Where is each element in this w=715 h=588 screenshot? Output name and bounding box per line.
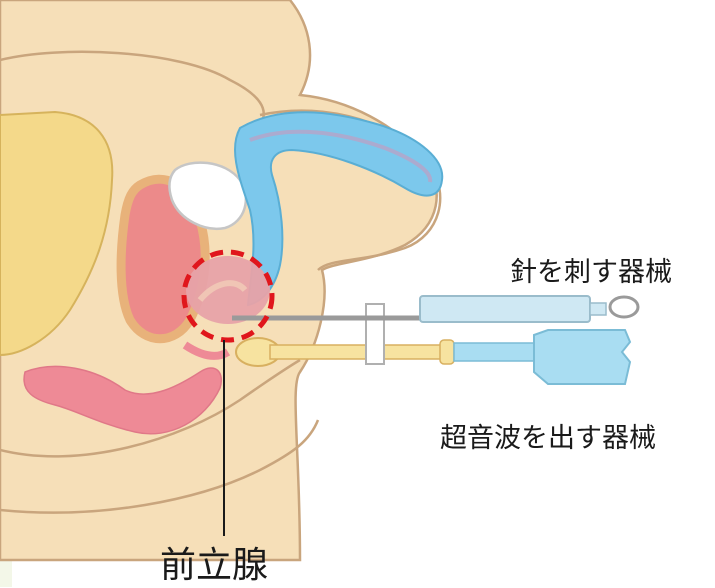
ultrasound-probe-rod: [270, 345, 450, 359]
needle-instrument-label: 針を刺す器械: [510, 250, 672, 289]
prostate-label: 前立腺: [160, 536, 268, 588]
ultrasound-instrument-label: 超音波を出す器械: [440, 416, 656, 455]
needle-guide: [366, 304, 384, 364]
ultrasound-probe-neck: [454, 343, 534, 361]
needle-ring: [610, 297, 638, 317]
needle-barrel: [420, 296, 590, 322]
ultrasound-probe-collar: [440, 340, 454, 364]
ultrasound-probe-handle: [534, 330, 630, 384]
needle-grip: [590, 303, 606, 315]
